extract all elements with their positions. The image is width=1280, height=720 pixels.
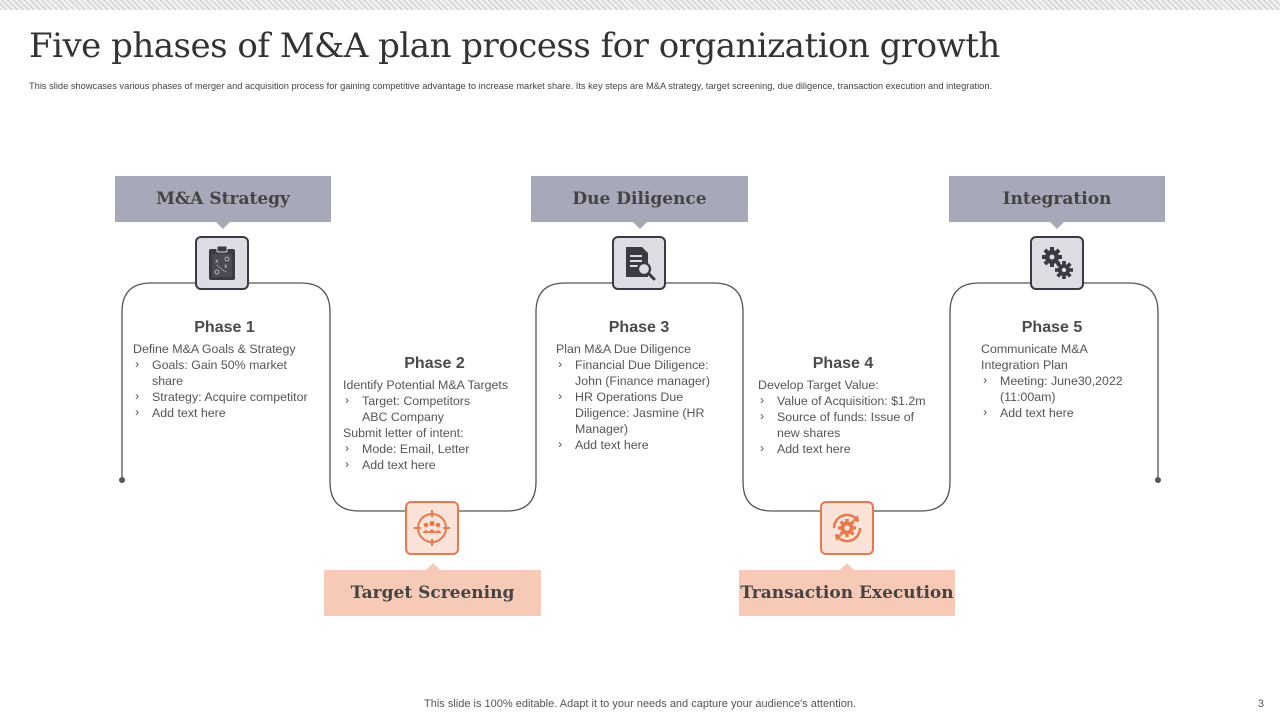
page-number: 3 [1257,698,1264,710]
list-item: Add text here [556,436,726,453]
phase-1-title: Phase 1 [194,319,255,336]
list-item: Meeting: June30,2022 (11:00am) [981,372,1141,405]
gear-refresh-icon [820,501,874,555]
phase-2-title: Phase 2 [404,355,465,372]
slide-footer: This slide is 100% editable. Adapt it to… [424,698,856,710]
label-integration: Integration [949,176,1165,229]
label-due-diligence: Due Diligence [531,176,748,229]
phase-5-bullets: Meeting: June30,2022 (11:00am) Add text … [981,372,1141,421]
phase-2-intro: Identify Potential M&A Targets [343,378,509,392]
list-item: Mode: Email, Letter [343,440,526,457]
list-item: Add text here [981,404,1141,421]
phase-4-intro: Develop Target Value: [758,378,879,392]
label-target-screening: Target Screening [324,563,541,616]
connector-start-dot [119,477,125,483]
phase-1-bullets: Goals: Gain 50% market share Strategy: A… [133,356,316,421]
list-item: Add text here [758,440,938,457]
list-item: Value of Acquisition: $1.2m [758,392,938,409]
phase-3-title: Phase 3 [608,319,670,336]
gears-icon [1030,236,1084,290]
phase-3-bullets: Financial Due Diligence: John (Finance m… [556,356,726,453]
phase-4-title: Phase 4 [812,355,874,372]
list-item: Strategy: Acquire competitor [133,388,316,405]
phase-5-card: Phase 5 Communicate M&A Integration Plan… [981,320,1141,421]
list-item: Add text here [133,404,316,421]
list-item: Target: Competitors ABC Company [343,392,526,425]
phase-1-intro: Define M&A Goals & Strategy [133,342,296,356]
svg-text:x: x [215,258,219,265]
label-transaction-execution: Transaction Execution [739,563,955,616]
phase-5-title: Phase 5 [1021,319,1083,336]
phase-2-card: Phase 2 Identify Potential M&A Targets T… [343,356,526,473]
list-item: HR Operations Due Diligence: Jasmine (HR… [556,388,726,437]
phase-2-bullets-2: Mode: Email, Letter Add text here [343,440,526,473]
phase-5-intro: Communicate M&A Integration Plan [981,342,1088,372]
document-search-icon [612,236,666,290]
svg-text:x: x [224,263,228,270]
label-ma-strategy: M&A Strategy [115,176,331,229]
list-item: Goals: Gain 50% market share [133,356,316,389]
phase-3-card: Phase 3 Plan M&A Due Diligence Financial… [556,320,726,453]
top-pattern-bar [0,0,1280,10]
list-item: Financial Due Diligence: John (Finance m… [556,356,726,389]
list-item: Add text here [343,456,526,473]
phase-2-bullets: Target: Competitors ABC Company [343,392,526,425]
slide-subtitle: This slide showcases various phases of m… [29,81,993,91]
phase-2-intro-2: Submit letter of intent: [343,426,464,440]
phase-1-card: Phase 1 Define M&A Goals & Strategy Goal… [133,320,316,421]
clipboard-strategy-icon: x x [195,236,249,290]
phase-3-intro: Plan M&A Due Diligence [556,342,691,356]
connector-end-dot [1155,477,1161,483]
phase-4-bullets: Value of Acquisition: $1.2m Source of fu… [758,392,938,457]
slide-title: Five phases of M&A plan process for orga… [29,26,1000,66]
phase-4-card: Phase 4 Develop Target Value: Value of A… [758,356,938,457]
target-team-icon [405,501,459,555]
list-item: Source of funds: Issue of new shares [758,408,938,441]
